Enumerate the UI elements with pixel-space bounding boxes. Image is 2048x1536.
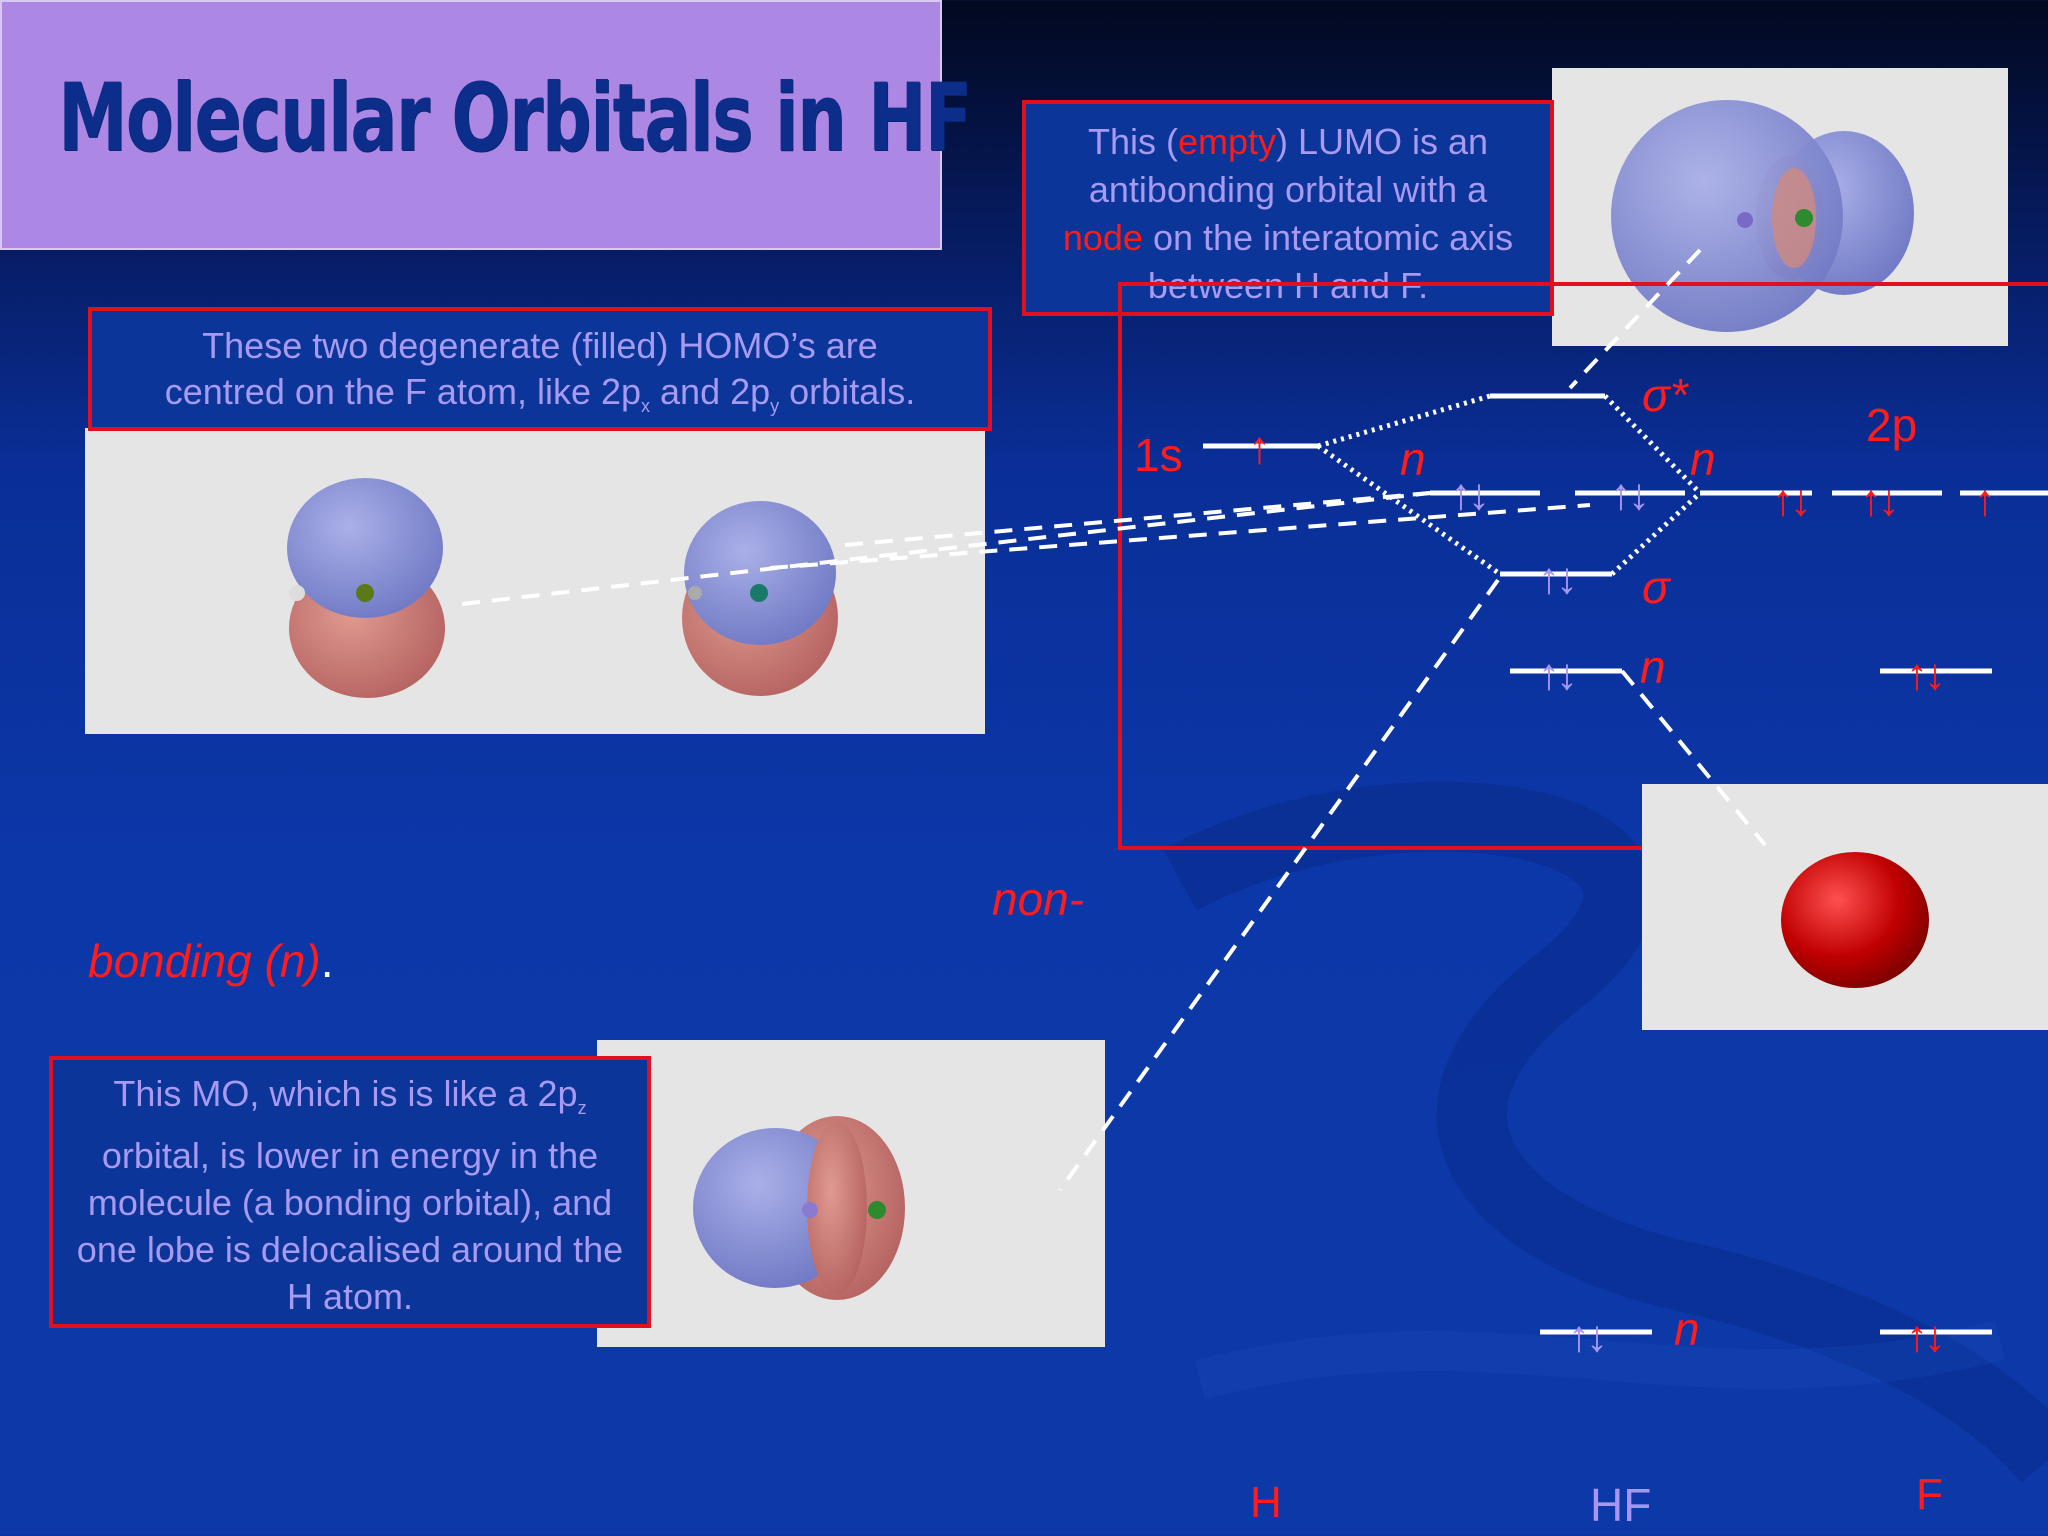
lumo-orbital-panel (1552, 68, 2008, 346)
n-label-left: n (1400, 433, 1426, 485)
column-label-f: F (1916, 1470, 1943, 1519)
sigma-label: σ (1642, 561, 1670, 613)
h-1s-label: 1s (1134, 429, 1183, 481)
homo-callout: These two degenerate (filled) HOMO’s are… (88, 307, 992, 431)
h-1s-electron: ↑ (1248, 421, 1271, 473)
sigma-callout: This MO, which is is like a 2pz orbital,… (49, 1056, 651, 1328)
lumo-orbital-image (1611, 100, 1914, 332)
f-bottom-electrons: ↑↓ (1906, 1312, 1946, 1361)
n-bottom-label: n (1674, 1303, 1700, 1355)
sigma-electrons: ↑↓ (1538, 554, 1578, 603)
nonbonding-text-part2: bonding (n). (88, 935, 334, 987)
lumo-callout: This (empty) LUMO is an antibonding orbi… (1022, 100, 1554, 316)
sigma-orbital-image (693, 1116, 905, 1300)
title-banner (0, 0, 942, 250)
column-label-h: H (1250, 1478, 1282, 1527)
homo-callout-line1: These two degenerate (filled) HOMO’s are (202, 325, 878, 366)
py-blue-lobe (684, 501, 836, 645)
n-right-electrons: ↑↓ (1610, 470, 1650, 519)
f-2s-electrons: ↑↓ (1906, 650, 1946, 699)
f-2p-electrons-1: ↑↓ (1772, 476, 1812, 525)
h-atom (289, 585, 305, 601)
slide-title: Molecular Orbitals in HF (58, 64, 972, 173)
f-atom (356, 584, 374, 602)
diagram-frame (1118, 282, 2048, 850)
n-low-electrons: ↑↓ (1538, 650, 1578, 699)
px-blue-lobe (287, 478, 443, 618)
n-orbital-panel (1642, 784, 2048, 1030)
sigma-orbital-panel (597, 1040, 1105, 1347)
f-2p-electron-3: ↑ (1974, 476, 1996, 525)
n-label-right: n (1690, 433, 1716, 485)
f-2p-label: 2p (1866, 399, 1918, 451)
homo-orbital-images (287, 478, 838, 698)
n-left-electrons: ↑↓ (1450, 470, 1490, 519)
column-label-hf: HF (1590, 1479, 1652, 1531)
n-orbital-image (1781, 852, 1929, 988)
homo-callout-line2: centred on the F atom, like 2px and 2py … (164, 371, 916, 417)
n-low-label: n (1640, 641, 1666, 693)
sigma-star-label: σ* (1642, 369, 1688, 421)
n-bottom-electrons: ↑↓ (1568, 1312, 1608, 1361)
homo-orbitals-panel (85, 428, 985, 734)
f-2p-electrons-2: ↑↓ (1860, 476, 1900, 525)
nonbonding-text-part1: non- (992, 873, 1085, 925)
